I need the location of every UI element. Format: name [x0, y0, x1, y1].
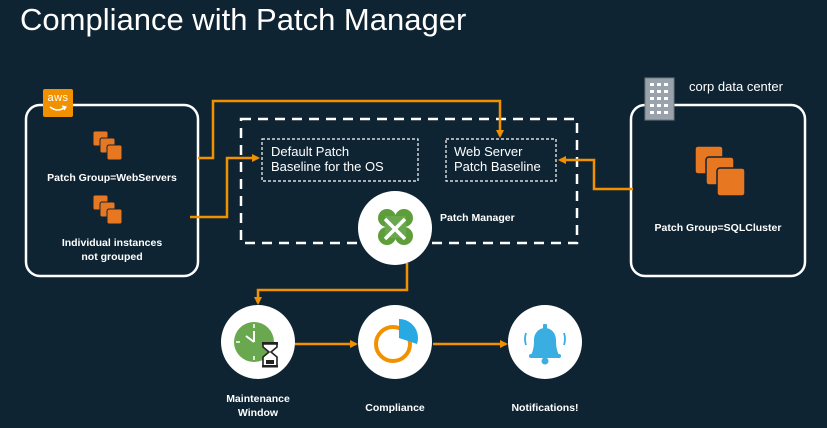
connector-ungrouped-to-default-baseline — [190, 154, 260, 219]
patch-manager-container — [239, 117, 579, 245]
maintenance-label-line2: Window — [237, 407, 279, 419]
patch-manager-icon — [358, 191, 432, 265]
web-baseline-box — [445, 138, 557, 182]
webservers-group-label: Patch Group=WebServers — [47, 172, 177, 184]
page-title: Compliance with Patch Manager — [20, 2, 467, 37]
left-panel-box — [24, 103, 200, 278]
default-baseline-label-line2: Baseline for the OS — [271, 159, 384, 174]
ungrouped-label-line2: not grouped — [81, 251, 143, 263]
bell-icon — [508, 305, 582, 379]
aws-logo: aws — [43, 89, 73, 117]
ungrouped-label-line1: Individual instances — [61, 237, 163, 249]
connector-webservers-to-web-baseline — [198, 99, 504, 160]
default-baseline-label-line1: Default Patch — [271, 144, 350, 159]
web-baseline-label-line2: Patch Baseline — [454, 159, 541, 174]
aws-logo-text: aws — [47, 92, 69, 104]
notifications-label: Notifications! — [511, 402, 579, 414]
pie-chart-icon — [358, 305, 432, 379]
connector-patchmanager-to-maintenance — [254, 263, 409, 305]
clock-hourglass-icon — [221, 305, 295, 379]
default-baseline-box — [261, 138, 419, 182]
ec2-instances-icon — [694, 145, 746, 197]
sqlcluster-group-label: Patch Group=SQLCluster — [654, 222, 782, 234]
building-icon — [644, 77, 675, 121]
compliance-label: Compliance — [365, 402, 425, 414]
ec2-instances-icon — [92, 130, 123, 161]
web-baseline-label-line1: Web Server — [454, 144, 523, 159]
datacenter-label: corp data center — [689, 79, 783, 94]
patch-manager-label: Patch Manager — [440, 212, 515, 224]
connector-sqlcluster-to-web-baseline — [558, 156, 633, 191]
aws-smile-icon — [49, 105, 67, 111]
maintenance-label-line1: Maintenance — [226, 393, 290, 405]
ec2-instances-icon — [92, 194, 123, 225]
right-panel-box — [629, 103, 807, 278]
